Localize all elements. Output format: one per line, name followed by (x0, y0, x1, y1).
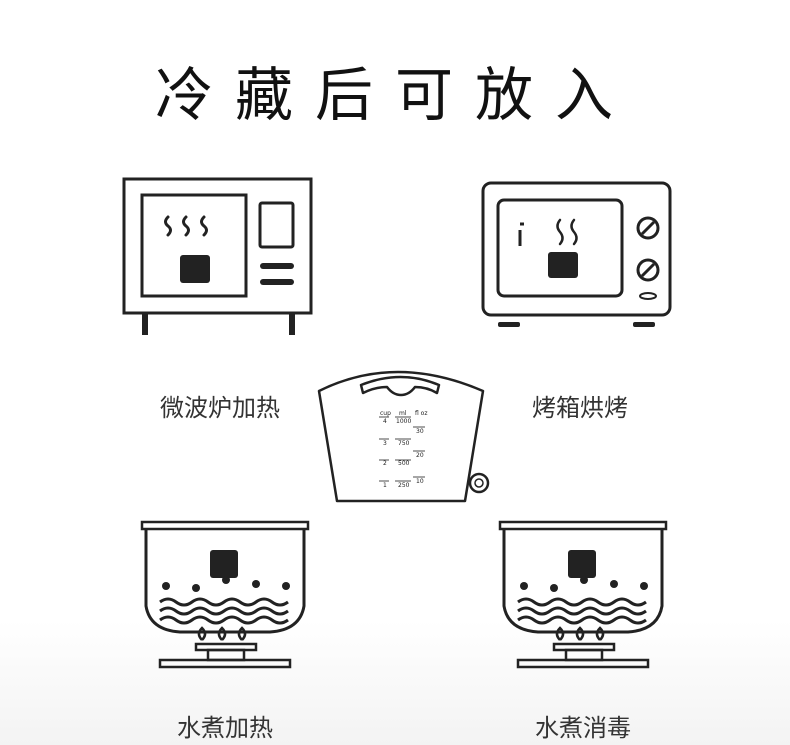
boiling-pot-icon (140, 520, 310, 669)
method-label-boil-heat: 水煮加热 (177, 714, 273, 742)
bag-cup-mark-1: 1 (383, 482, 387, 489)
bag-cup-mark-3: 3 (383, 440, 387, 447)
bag-oz-mark-30: 30 (416, 428, 424, 435)
bottom-gradient (0, 620, 790, 745)
storage-bag-icon: cup ml fl oz 4 1000 30 3 750 20 2 500 10… (317, 370, 490, 503)
method-label-boil-sterilize: 水煮消毒 (535, 714, 631, 742)
bag-col-cup: cup (380, 410, 391, 417)
bag-oz-mark-10: 10 (416, 478, 424, 485)
microwave-icon (122, 177, 313, 335)
bag-ml-mark-1000: 1000 (396, 418, 411, 425)
bag-col-ml: ml (399, 410, 407, 417)
bag-ml-mark-750: 750 (398, 440, 410, 447)
bag-ml-mark-500: 500 (398, 460, 410, 467)
bag-col-floz: fl oz (415, 410, 428, 417)
bag-cup-mark-4: 4 (383, 418, 387, 425)
bag-cup-mark-2: 2 (383, 460, 387, 467)
method-label-microwave: 微波炉加热 (160, 394, 280, 422)
boiling-pot-icon (498, 520, 668, 669)
bag-ml-mark-250: 250 (398, 482, 410, 489)
bag-oz-mark-20: 20 (416, 452, 424, 459)
oven-icon (481, 181, 672, 327)
method-label-oven: 烤箱烘烤 (532, 394, 628, 422)
page-title: 冷藏后可放入 (154, 61, 635, 129)
